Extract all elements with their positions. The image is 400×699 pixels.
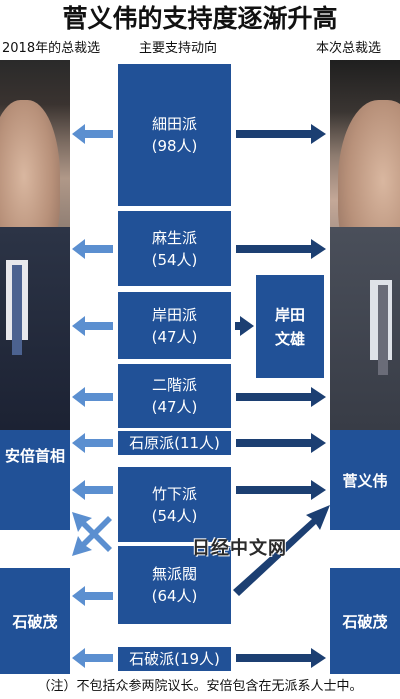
header-center: 主要支持动向 — [139, 41, 218, 56]
faction-name: 岸田派 — [151, 305, 197, 324]
arrow-right-nikai — [236, 387, 326, 407]
faction-independent: 無派閥 (64人) — [118, 546, 231, 624]
faction-name: 竹下派 — [151, 484, 197, 503]
arrow-right-takeshita — [236, 480, 326, 500]
header-right: 本次总裁选 — [316, 41, 382, 56]
faction-aso: 麻生派 (54人) — [118, 211, 231, 286]
faction-ishihara: 石原派(11人) — [118, 431, 231, 455]
arrow-right-independent — [233, 505, 330, 596]
abe-label-extension — [0, 480, 70, 530]
watermark-text: 日经中文网 — [192, 538, 287, 559]
arrow-right-kishida-body — [235, 316, 254, 336]
suga-label: 菅义伟 — [330, 430, 400, 530]
arrow-left-kishida — [72, 316, 113, 336]
faction-count: (47人) — [151, 398, 198, 416]
kishida-given: 文雄 — [274, 329, 305, 348]
ishiba-left-label: 石破茂 — [0, 568, 70, 674]
faction-count: (47人) — [151, 327, 198, 346]
suga-photo — [330, 60, 400, 430]
faction-name: 二階派 — [151, 376, 197, 394]
right-arrows — [233, 124, 330, 668]
arrow-cross-up — [72, 512, 112, 552]
arrow-right-aso — [236, 239, 326, 259]
faction-name: 細田派 — [151, 115, 197, 133]
ishiba-right-label: 石破茂 — [330, 568, 400, 674]
arrow-right-ishihara — [236, 433, 326, 453]
arrow-left-independent — [72, 586, 113, 606]
arrow-left-hosoda — [72, 124, 113, 144]
faction-name: 無派閥 — [151, 565, 197, 583]
faction-count: (54人) — [151, 250, 198, 269]
arrow-right-ishiba — [236, 648, 326, 668]
abe-label: 安倍首相 — [0, 430, 70, 480]
arrow-right-hosoda — [236, 124, 326, 144]
faction-hosoda: 細田派 (98人) — [118, 64, 231, 206]
faction-kishida: 岸田派 (47人) — [118, 292, 231, 359]
faction-takeshita: 竹下派 (54人) — [118, 467, 231, 542]
arrow-left-nikai — [72, 387, 113, 407]
faction-name: 麻生派 — [151, 228, 197, 247]
faction-ishiba: 石破派(19人) — [118, 647, 231, 671]
arrow-left-ishihara — [72, 433, 113, 453]
faction-count: (54人) — [151, 506, 198, 525]
page-title: 菅义伟的支持度逐渐升高 — [62, 4, 338, 33]
arrow-left-ishiba — [72, 648, 113, 668]
faction-count: (98人) — [151, 137, 198, 155]
abe-photo — [0, 60, 70, 430]
arrow-left-aso — [72, 239, 113, 259]
kishida-surname: 岸田 — [274, 305, 305, 324]
faction-nikai: 二階派 (47人) — [118, 364, 231, 428]
faction-count: (64人) — [151, 587, 198, 605]
arrow-left-takeshita — [72, 480, 113, 500]
header-left: 2018年的总裁选 — [2, 41, 101, 56]
footnote: （注）不包括众参两院议长。安倍包含在无派系人士中。 — [37, 679, 363, 694]
left-arrows — [72, 124, 113, 668]
kishida-label: 岸田 文雄 — [256, 275, 324, 378]
